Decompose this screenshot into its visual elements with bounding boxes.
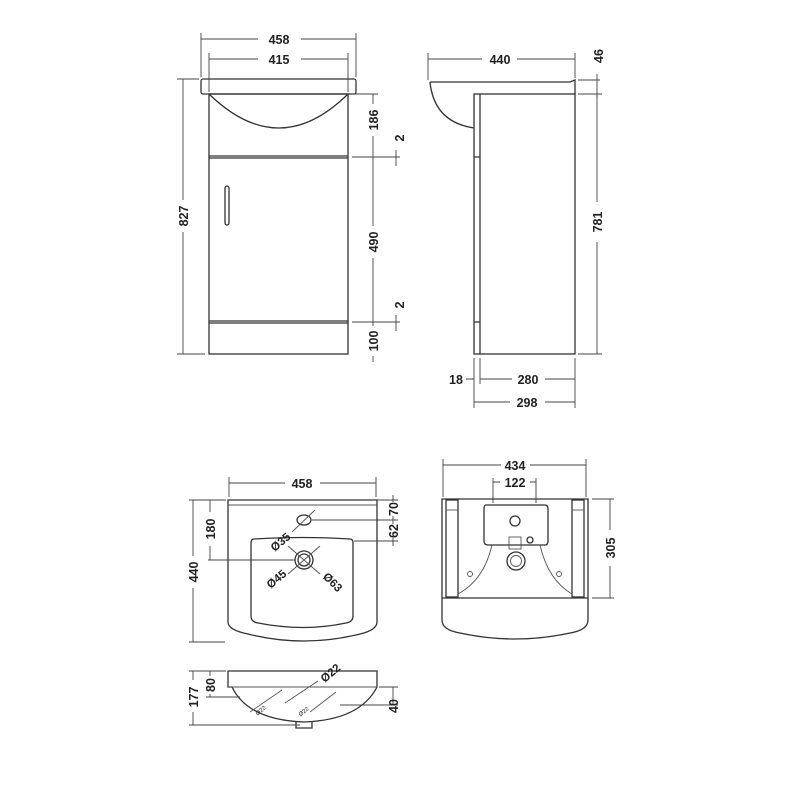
dim-label-basin-458: 458 <box>292 477 313 491</box>
dim-label-46: 46 <box>592 49 606 63</box>
dim-label-40: 40 <box>387 699 401 713</box>
dim-label-298: 298 <box>517 396 538 410</box>
door-ticks <box>474 156 480 323</box>
dim-line-440-basin <box>189 499 226 643</box>
fixing-plate <box>483 504 549 546</box>
basin-drain <box>295 721 313 729</box>
dim-label-80: 80 <box>204 678 218 692</box>
basin-outline <box>227 499 378 642</box>
dim-label-122: 122 <box>505 476 526 490</box>
dim-label-180: 180 <box>204 519 218 540</box>
bowl-back-curves <box>457 544 573 595</box>
waste-inner-icon <box>297 553 311 567</box>
tap-hole-leader <box>291 509 316 533</box>
dim-line-122 <box>492 478 537 503</box>
dim-label-waste-outer: Ø63 <box>320 571 344 595</box>
front-view: 458 415 827 186 490 100 2 2 <box>177 33 407 362</box>
cabinet-body <box>208 93 349 355</box>
dim-label-458: 458 <box>269 33 290 47</box>
dim-line-440 <box>427 53 576 80</box>
dim-line-70-62 <box>312 495 398 546</box>
dim-line-434 <box>442 459 587 497</box>
fixing-hole-right-icon <box>556 571 562 577</box>
overflow-hole-icon <box>526 536 534 544</box>
dim-label-415: 415 <box>269 53 290 67</box>
dim-label-overflow-small-right: Ø22 <box>298 706 311 718</box>
right-pillar <box>571 499 585 598</box>
door-handle-icon <box>224 185 230 226</box>
tap-hole-icon <box>296 514 312 526</box>
dim-label-overflow: Ø22 <box>319 662 343 685</box>
dim-line-180 <box>208 500 295 561</box>
basin-top-view: Ø35 Ø45 Ø63 458 440 180 70 62 <box>187 477 401 643</box>
fixing-hole-left-icon <box>467 571 473 577</box>
dim-label-gap-bottom: 2 <box>393 301 407 308</box>
worktop-slab <box>200 78 357 95</box>
dim-line-305 <box>592 498 614 599</box>
basin-top-edge <box>430 79 576 94</box>
dim-label-177: 177 <box>187 687 201 708</box>
dim-label-305: 305 <box>604 538 618 559</box>
dim-line-46 <box>578 74 602 98</box>
label-mask <box>386 502 400 516</box>
dim-label-18: 18 <box>449 373 463 387</box>
dim-line-280 <box>466 358 576 408</box>
dim-label-70: 70 <box>387 502 401 516</box>
dim-line-40 <box>340 686 398 706</box>
dim-line-177 <box>189 670 300 726</box>
dim-label-827: 827 <box>177 206 191 227</box>
back-outline <box>441 498 589 640</box>
dim-line-right <box>352 93 400 362</box>
dim-label-186: 186 <box>367 110 381 131</box>
waste-back-outer-icon <box>506 551 526 571</box>
dim-label-gap-top: 2 <box>393 134 407 141</box>
dim-label-waste: Ø45 <box>265 568 290 592</box>
dim-label-280: 280 <box>518 373 539 387</box>
dim-label-434: 434 <box>505 459 526 473</box>
left-pillar <box>445 499 459 598</box>
dim-label-tap-hole: Ø35 <box>269 531 294 555</box>
dim-label-100: 100 <box>367 331 381 352</box>
dim-label-781: 781 <box>591 212 605 233</box>
dim-line-781 <box>578 94 602 355</box>
basin-side-view: Ø22 Ø22 Ø22 177 80 40 <box>187 662 401 729</box>
dim-line-basin-458 <box>228 477 377 497</box>
dim-line-80 <box>206 671 240 698</box>
basin-bowl-curve <box>208 93 349 129</box>
dim-line-827 <box>177 78 205 355</box>
dim-line-458 <box>200 33 357 77</box>
waste-connector <box>508 536 522 550</box>
cabinet-side <box>473 93 576 355</box>
side-view: 440 46 781 18 280 298 <box>427 49 606 410</box>
basin-back-view: 434 122 305 <box>441 459 618 640</box>
waste-back-inner-icon <box>510 555 522 567</box>
dim-label-62: 62 <box>387 524 401 538</box>
dim-label-440: 440 <box>490 53 511 67</box>
dim-label-basin-440: 440 <box>187 562 201 583</box>
overflow-lines <box>249 680 337 713</box>
label-mask <box>386 524 400 538</box>
basin-bowl <box>250 536 354 629</box>
basin-side-curve <box>429 81 475 129</box>
dim-line-415 <box>208 53 349 92</box>
tap-hole-back-icon <box>509 515 521 527</box>
dim-label-490: 490 <box>367 232 381 253</box>
waste-cross <box>287 545 321 575</box>
